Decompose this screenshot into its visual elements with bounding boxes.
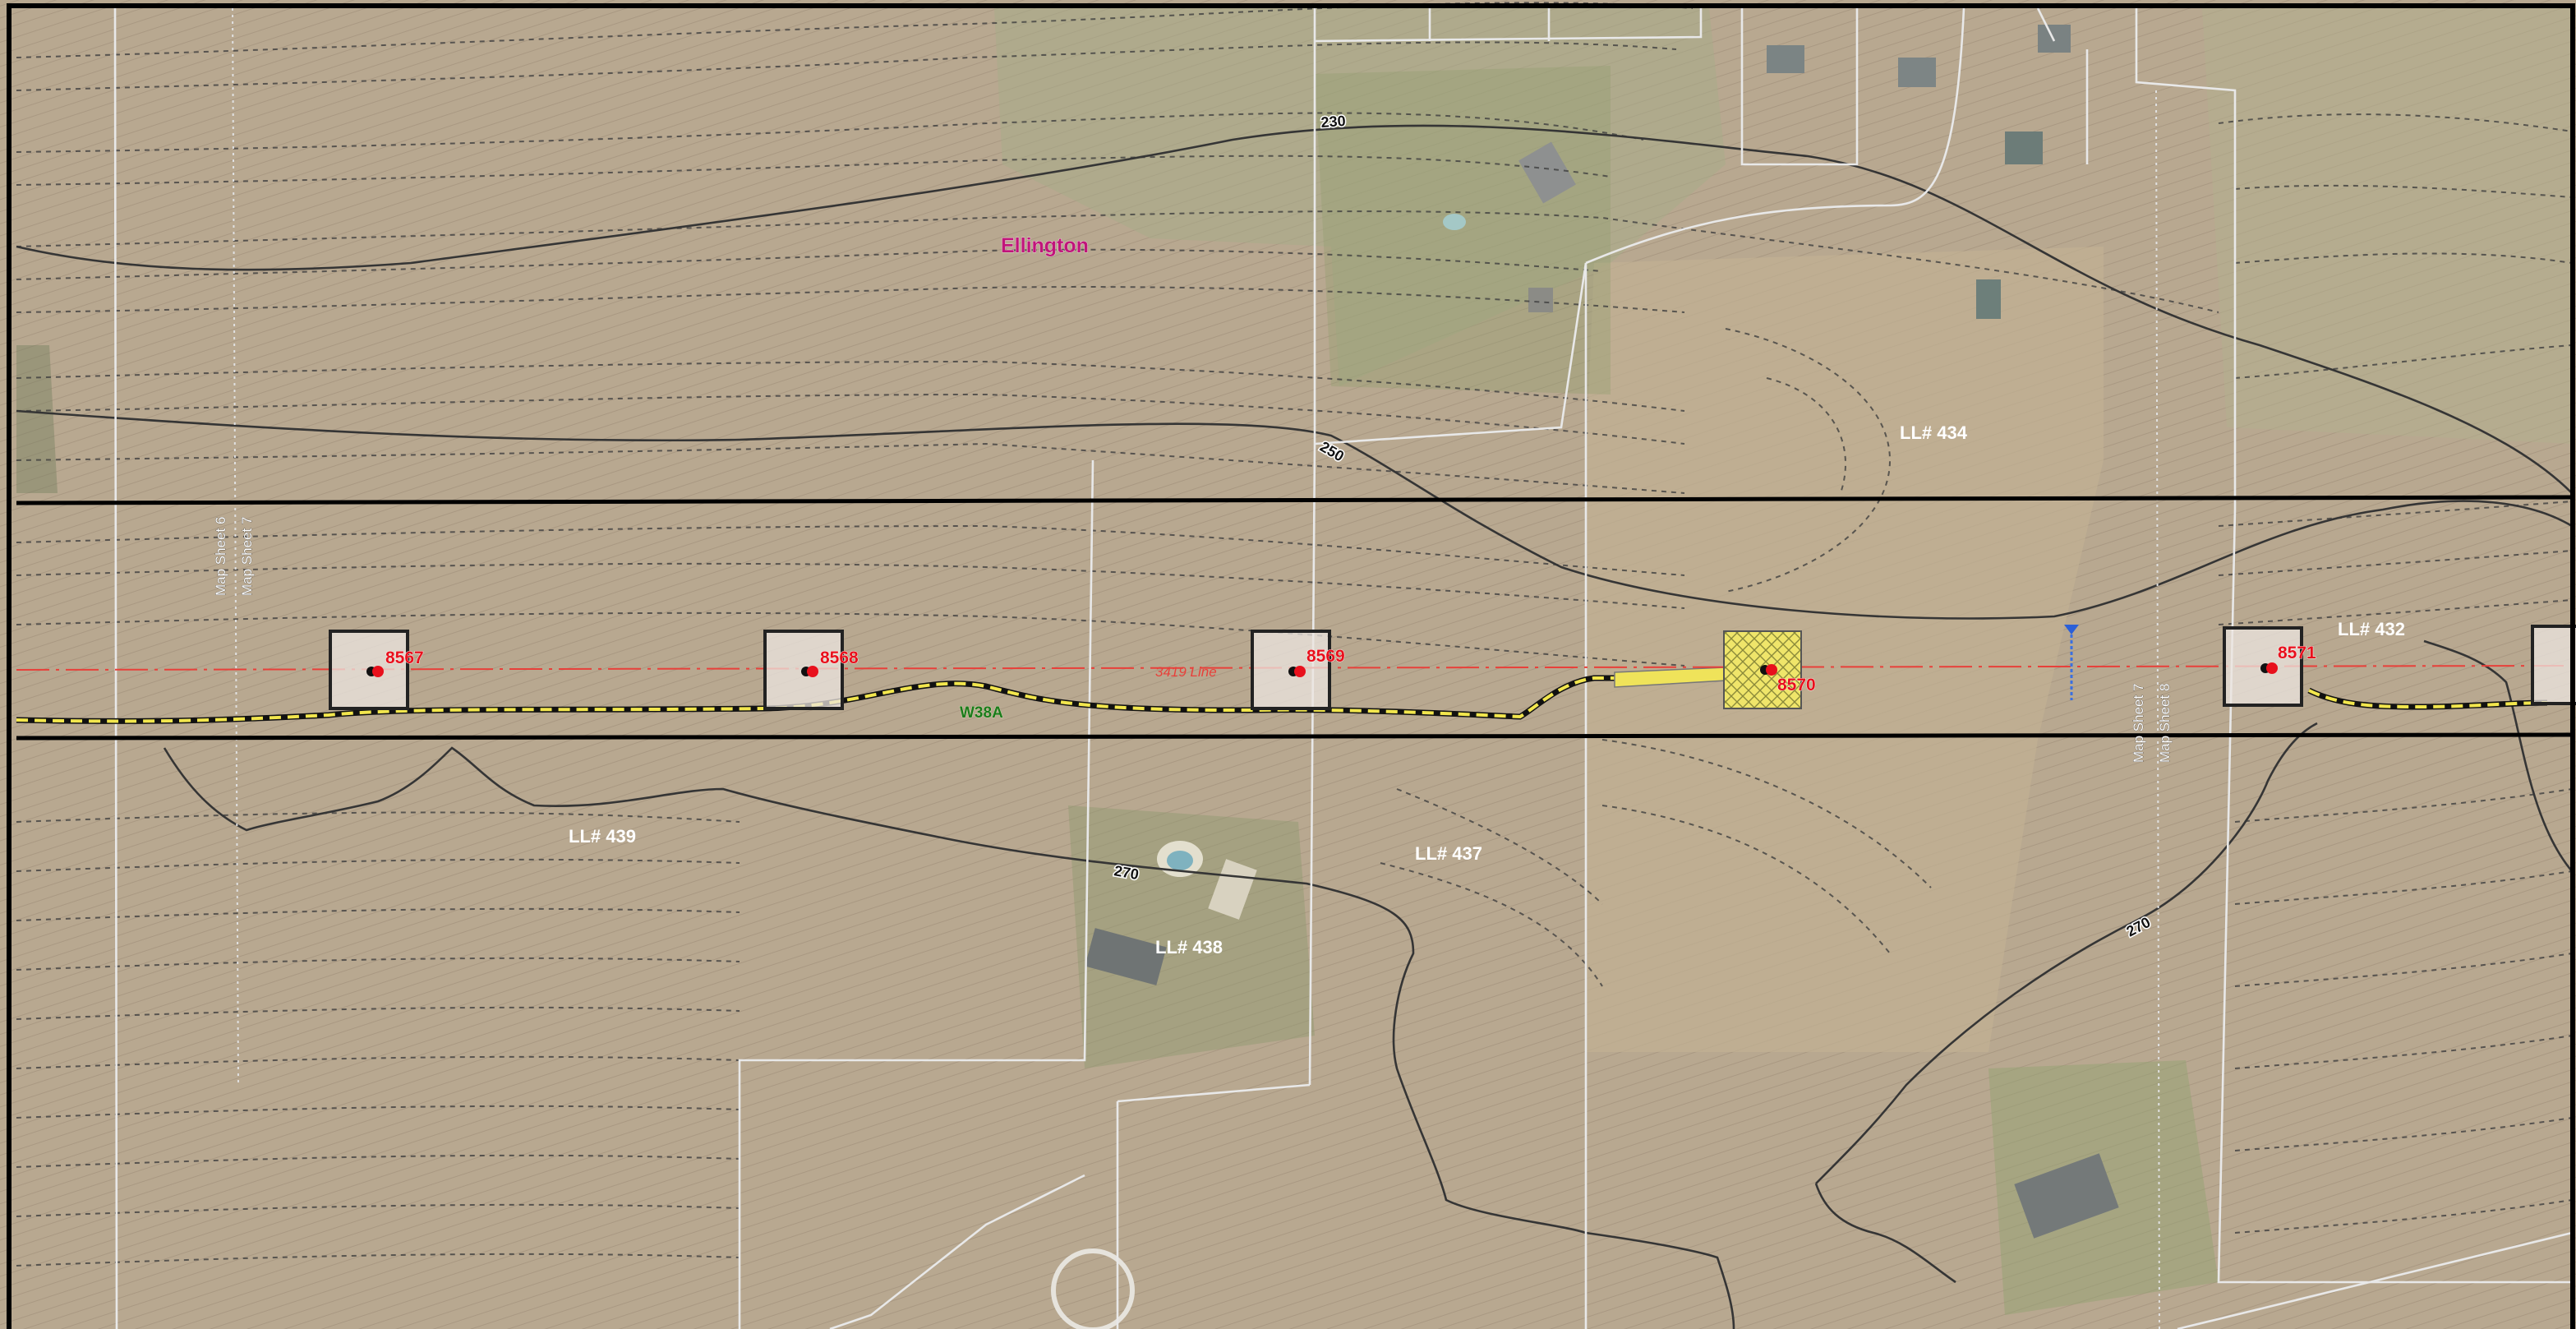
building	[1898, 58, 1936, 87]
structure-label: 8567	[385, 648, 424, 667]
map-sheet-label: Map Sheet 8	[2157, 684, 2173, 763]
parcel-label: LL# 434	[1900, 422, 1968, 443]
building	[1208, 859, 1257, 920]
line-label: 3419 Line	[1155, 664, 1217, 680]
building	[1767, 45, 1804, 73]
building	[2014, 1153, 2119, 1239]
pool	[1167, 851, 1193, 870]
parcel-lines	[113, 7, 2573, 1329]
access-road[interactable]	[16, 675, 2548, 724]
map-sheet-lines	[232, 7, 2160, 1329]
index-contours	[16, 124, 2573, 1329]
cul-de-sac	[1051, 1248, 1135, 1329]
structure-label: 8569	[1306, 647, 1345, 666]
contour-label: 230	[1320, 113, 1346, 131]
map-sheet-label: Map Sheet 6	[213, 517, 228, 596]
work-pad-partial[interactable]	[2531, 625, 2576, 705]
building	[2038, 25, 2071, 53]
parcel-label: LL# 439	[569, 826, 636, 847]
marker-icon[interactable]	[2064, 625, 2079, 700]
structure-points	[366, 662, 2278, 677]
building	[1085, 928, 1167, 985]
parcel-label: LL# 437	[1415, 843, 1482, 864]
structure-label: 8570	[1777, 676, 1816, 694]
right-of-way-boundary	[16, 495, 2573, 741]
building	[1528, 288, 1553, 312]
map-sheet-label: Map Sheet 7	[239, 517, 255, 596]
building	[1518, 141, 1576, 204]
transmission-line[interactable]	[16, 665, 2573, 671]
map-frame	[7, 3, 2575, 1329]
wetland-label: W38A	[960, 704, 1003, 722]
parcel-label: LL# 438	[1155, 937, 1223, 958]
building	[1976, 279, 2001, 319]
parcel-label: LL# 432	[2338, 619, 2405, 639]
structure-label: 8568	[820, 648, 859, 667]
structure-label: 8571	[2278, 644, 2316, 662]
map-sheet-label: Map Sheet 7	[2131, 684, 2146, 763]
town-label: Ellington	[1001, 234, 1089, 257]
building	[2005, 132, 2043, 164]
